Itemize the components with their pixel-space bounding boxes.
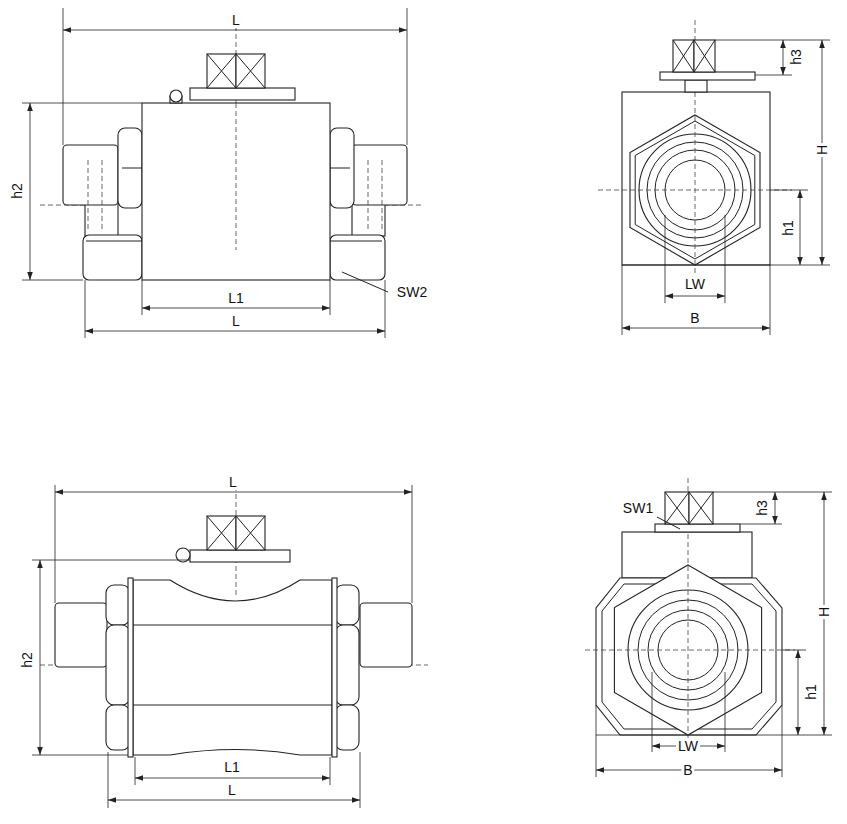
dimension-label: L xyxy=(230,313,242,329)
front-view-round-body xyxy=(32,478,428,808)
dimension-label: B xyxy=(688,310,701,326)
dimension-label: L1 xyxy=(222,759,242,775)
dimension-label: LW xyxy=(683,276,707,292)
dimension-label: h3 xyxy=(788,47,804,67)
front-view-square-body xyxy=(22,8,422,338)
dimension-label: h1 xyxy=(780,218,796,238)
dimension-label: LW xyxy=(676,738,700,754)
dimension-label: h2 xyxy=(19,650,35,670)
wrench-size-label: SW2 xyxy=(395,284,429,300)
dimension-label: h1 xyxy=(803,682,819,702)
dimension-label: H xyxy=(816,605,832,619)
dimension-label: L1 xyxy=(226,290,246,306)
dimension-label: L xyxy=(227,474,239,490)
wrench-size-label: SW1 xyxy=(621,500,655,516)
side-view-square-body xyxy=(598,20,830,335)
dimension-label: h3 xyxy=(754,498,770,518)
side-view-round-body xyxy=(585,478,832,777)
dimension-label: h2 xyxy=(9,181,25,201)
dimension-label: L xyxy=(226,782,238,798)
dimension-label: H xyxy=(814,143,830,157)
dimension-label: L xyxy=(230,12,242,28)
dimension-label: B xyxy=(681,762,694,778)
